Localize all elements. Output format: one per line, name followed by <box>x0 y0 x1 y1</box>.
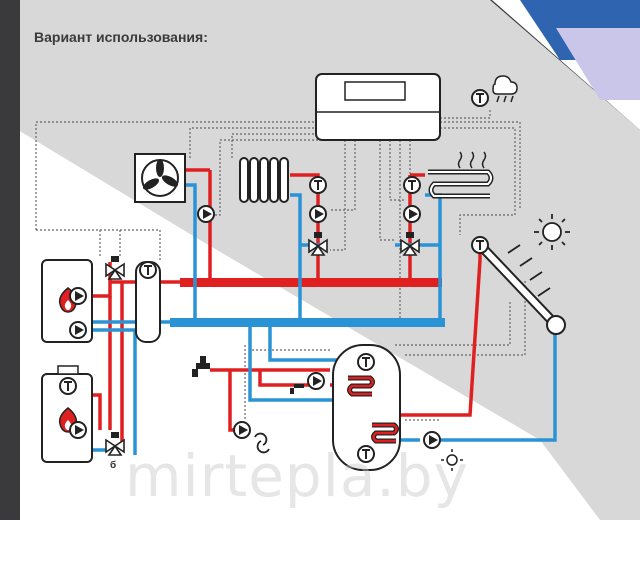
supply-manifold <box>180 278 442 287</box>
sun-icon <box>534 214 570 250</box>
return-manifold <box>170 318 445 327</box>
tap-icon <box>192 356 304 394</box>
floor-heating-icon <box>428 151 494 199</box>
frame-edge <box>18 0 20 520</box>
storage-tank-icon <box>332 344 401 471</box>
caption-title: Вариант использования: <box>34 29 208 45</box>
weather-icon <box>471 75 518 107</box>
sun-rays <box>507 244 551 297</box>
watermark-text: mirtepla.by <box>125 442 469 510</box>
corner-accent-lavender <box>556 28 640 100</box>
radiator-icon <box>239 157 289 203</box>
fan-coil-icon <box>134 153 186 203</box>
circulation-icon <box>254 432 270 454</box>
controller-icon <box>315 73 441 141</box>
sun-icon <box>441 449 463 471</box>
valve-mark: б <box>110 459 116 471</box>
solar-collector-icon <box>475 240 566 335</box>
